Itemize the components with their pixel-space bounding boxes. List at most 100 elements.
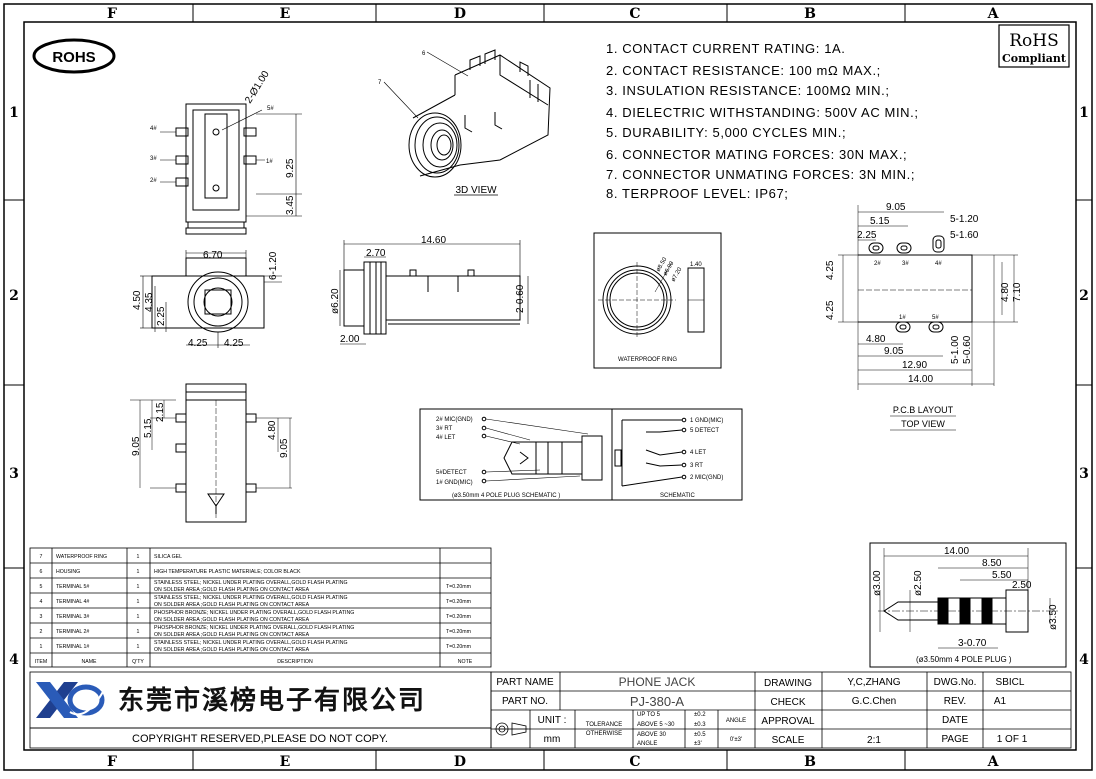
bom-name: TERMINAL 4# xyxy=(56,599,89,605)
unit-label: UNIT : xyxy=(538,715,567,726)
sch-left-2: 2# MIC(GND) xyxy=(436,417,473,423)
zone-row-2-left: 2 xyxy=(9,288,19,304)
plug-dim-070: 3-0.70 xyxy=(958,638,987,649)
pcb-dim-225: 2.25 xyxy=(857,230,877,241)
plug-caption: (ø3.50mm 4 POLE PLUG ) xyxy=(916,655,1012,664)
rohs-oval-text: ROHS xyxy=(52,49,95,66)
bom-header-note: NOTE xyxy=(458,659,473,665)
pin-4-label: 4# xyxy=(150,126,157,132)
bom-desc-2: ON SOLDER AREA ;GOLD FLASH PLATING ON CO… xyxy=(154,602,310,608)
dim-670: 6.70 xyxy=(203,250,223,261)
pcb-dim-425-bottom: 4.25 xyxy=(825,300,836,320)
spec-line: 6. CONNECTOR MATING FORCES: 30N MAX.; xyxy=(606,147,907,162)
bom-note: T=0.20mm xyxy=(446,599,471,605)
bom-table: 7 WATERPROOF RING 1 SILICA GEL 6 HOUSING… xyxy=(29,547,492,668)
tol-value-1: ±0.2 xyxy=(694,712,706,718)
bom-name: TERMINAL 1# xyxy=(56,644,89,650)
bom-note: T=0.20mm xyxy=(446,644,471,650)
zone-col-e-bottom: E xyxy=(280,754,291,770)
scale-label: SCALE xyxy=(772,735,805,746)
pcb-dim-480-bottom: 4.80 xyxy=(866,334,886,345)
unit-value: mm xyxy=(544,734,561,745)
rev-value: A1 xyxy=(994,696,1007,707)
spec-line: 5. DURABILITY: 5,000 CYCLES MIN.; xyxy=(606,125,846,140)
dim-425-left: 4.25 xyxy=(188,338,208,349)
bom-desc: STAINLESS STEEL; NICKEL UNDER PLATING OV… xyxy=(154,595,348,601)
bom-note: T=0.20mm xyxy=(446,629,471,635)
pin-1-label: 1# xyxy=(266,159,273,165)
dim-925: 9.25 xyxy=(285,158,296,178)
bottom-dim-480: 4.80 xyxy=(267,420,278,440)
plug-dim-350: ø3.50 xyxy=(1048,604,1059,630)
plug-view: 14.00 8.50 5.50 2.50 ø3.00 ø2.50 ø3.50 3… xyxy=(869,542,1067,668)
zone-col-f-bottom: F xyxy=(107,754,117,770)
part-no-label: PART NO. xyxy=(502,696,548,707)
dim-620: ø6.20 xyxy=(330,288,341,314)
bom-note: T=0.20mm xyxy=(446,584,471,590)
pcb-dim-480: 4.80 xyxy=(1000,282,1011,302)
bom-qty: 1 xyxy=(137,599,140,605)
company-logo xyxy=(36,682,105,718)
tol-value-2: ±0.3 xyxy=(694,722,706,728)
dwg-no-label: DWG.No. xyxy=(934,677,977,688)
sheet-border xyxy=(3,3,1093,771)
drawing-value: Y,C,ZHANG xyxy=(847,677,900,688)
sch-caption-right: SCHEMATIC xyxy=(660,493,696,499)
sch-right-4: 4 LET xyxy=(690,450,706,456)
bom-desc: PHOSPHOR BRONZE; NICKEL UNDER PLATING OV… xyxy=(154,610,354,616)
top-view: 9.25 3.45 2-Ø1.00 5# 4# 3# 2# 1# xyxy=(150,69,302,235)
tol-value-3: ±0.5 xyxy=(694,732,706,738)
bom-item: 3 xyxy=(40,614,43,620)
part-name-label: PART NAME xyxy=(496,677,554,688)
pcb-pin-2: 2# xyxy=(874,261,881,267)
tolerance-label-2: OTHERWISE xyxy=(586,731,622,737)
zone-row-2-right: 2 xyxy=(1079,288,1089,304)
pcb-dim-5-120: 5-1.20 xyxy=(950,214,979,225)
title-block: PART NAME PHONE JACK PART NO. PJ-380-A U… xyxy=(490,671,1072,749)
zone-col-c-bottom: C xyxy=(629,754,640,770)
bom-qty: 1 xyxy=(137,614,140,620)
part-name-value: PHONE JACK xyxy=(619,675,696,689)
zone-col-a-top: A xyxy=(987,6,1000,22)
sch-left-1: 1# GND(MIC) xyxy=(436,480,473,486)
three-d-view: 6 7 3D VIEW xyxy=(378,49,551,196)
bom-item: 1 xyxy=(40,644,43,650)
bom-qty: 1 xyxy=(137,644,140,650)
bom-header-name: NAME xyxy=(82,659,98,665)
dim-200: 2.00 xyxy=(340,334,360,345)
pcb-dim-1400: 14.00 xyxy=(908,374,933,385)
spec-line: 1. CONTACT CURRENT RATING: 1A. xyxy=(606,41,846,56)
pcb-dim-5-100: 5-1.00 xyxy=(950,335,961,364)
sch-caption-left: (ø3.50mm 4 POLE PLUG SCHEMATIC ) xyxy=(452,493,560,499)
pcb-dim-905-bottom: 9.05 xyxy=(884,346,904,357)
waterproof-ring-view: ø8.50 ø6.90 ø7.20 1.40 WATERPROOF RING xyxy=(593,232,722,369)
pcb-dim-515: 5.15 xyxy=(870,216,890,227)
bom-desc-2: ON SOLDER AREA ;GOLD FLASH PLATING ON CO… xyxy=(154,647,310,653)
page-label: PAGE xyxy=(941,734,968,745)
zone-row-4-left: 4 xyxy=(9,652,19,668)
plug-dim-850: 8.50 xyxy=(982,558,1002,569)
bom-item: 2 xyxy=(40,629,43,635)
scale-value: 2:1 xyxy=(867,735,881,746)
bom-note: T=0.20mm xyxy=(446,614,471,620)
tol-value-4: ±3' xyxy=(694,741,702,747)
pcb-dim-5-160: 5-1.60 xyxy=(950,230,979,241)
spec-line: 8. TERPROOF LEVEL: IP67; xyxy=(606,186,789,201)
bottom-dim-905-right: 9.05 xyxy=(279,438,290,458)
sch-right-5: 5 DETECT xyxy=(690,428,719,434)
part-no-value: PJ-380-A xyxy=(630,694,685,709)
pcb-dim-905-top: 9.05 xyxy=(886,202,906,213)
spec-list: 1. CONTACT CURRENT RATING: 1A. 2. CONTAC… xyxy=(606,41,918,201)
tol-range-4: ANGLE xyxy=(637,741,657,747)
check-label: CHECK xyxy=(770,697,805,708)
schematic-view: 2# MIC(GND) 3# RT 4# LET 5#DETECT 1# GND… xyxy=(419,408,743,501)
plug-dim-300: ø3.00 xyxy=(872,570,883,596)
tol-range-2: ABOVE 5 ~30 xyxy=(637,722,675,728)
dim-435: 4.35 xyxy=(144,292,155,312)
bom-desc: STAINLESS STEEL; NICKEL UNDER PLATING OV… xyxy=(154,580,348,586)
drawing-label: DRAWING xyxy=(764,678,812,689)
bom-desc: HIGH TEMPERATURE PLASTIC MATERIALE; COLO… xyxy=(154,569,301,575)
pin-5-label: 5# xyxy=(267,106,274,112)
bom-desc: STAINLESS STEEL; NICKEL UNDER PLATING OV… xyxy=(154,640,348,646)
